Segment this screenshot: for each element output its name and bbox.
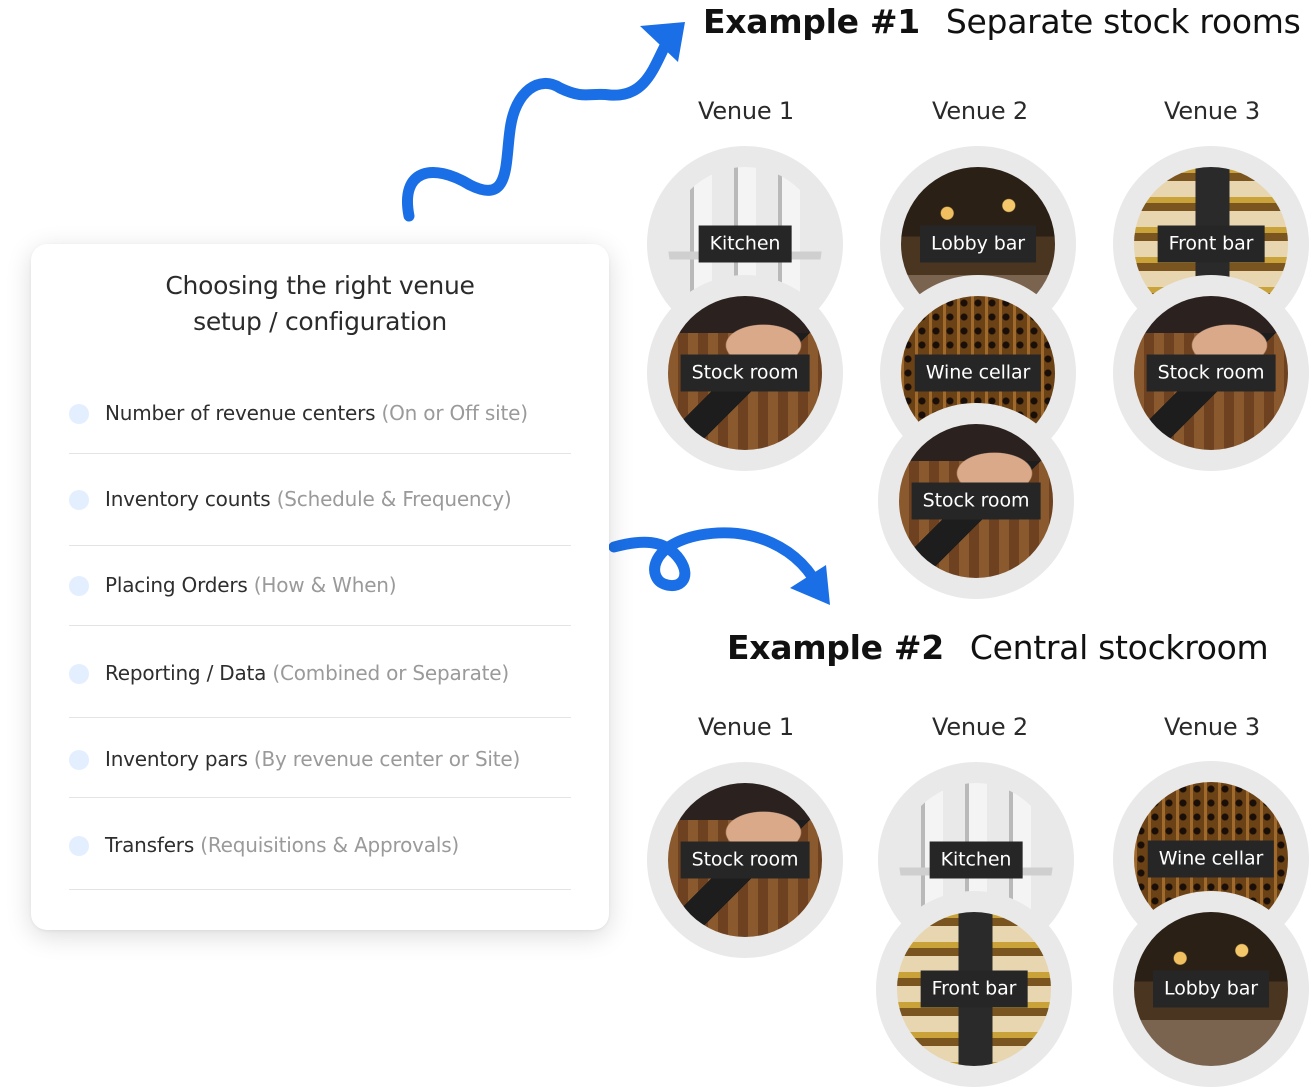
example-2-venue-2-label: Venue 2	[931, 713, 1028, 741]
stock-room-photo: Stock room	[1134, 296, 1288, 450]
room-tag: Lobby bar	[920, 225, 1036, 263]
room-bubble-stock-room: Stock room	[1113, 275, 1309, 471]
bullet-dot	[69, 750, 89, 770]
stock-room-photo: Stock room	[668, 296, 822, 450]
room-tag: Kitchen	[698, 225, 792, 263]
divider	[69, 889, 571, 890]
loop-arrow-to-example-2	[608, 527, 828, 600]
bullet-dot	[69, 490, 89, 510]
room-tag: Wine cellar	[914, 354, 1042, 392]
room-tag: Stock room	[680, 354, 810, 392]
example-1-venue-3-label: Venue 3	[1163, 97, 1260, 125]
room-tag: Kitchen	[929, 841, 1023, 879]
room-bubble-front-bar: Front bar	[876, 891, 1072, 1087]
divider	[69, 717, 571, 718]
lobby-bar-photo: Lobby bar	[1134, 912, 1288, 1066]
room-bubble-stock-room: Stock room	[878, 403, 1074, 599]
room-tag: Wine cellar	[1147, 840, 1275, 878]
room-tag: Stock room	[911, 482, 1041, 520]
example-2-venue-3-label: Venue 3	[1163, 713, 1260, 741]
divider	[69, 625, 571, 626]
arrowhead-example-1	[640, 22, 685, 62]
stock-room-photo: Stock room	[899, 424, 1053, 578]
bullet-dot	[69, 404, 89, 424]
arrowhead-example-2	[790, 565, 830, 605]
room-tag: Front bar	[920, 970, 1028, 1008]
room-tag: Lobby bar	[1153, 970, 1269, 1008]
room-tag: Stock room	[1146, 354, 1276, 392]
bullet-dot	[69, 664, 89, 684]
example-1-venue-1-label: Venue 1	[697, 97, 794, 125]
room-tag: Front bar	[1157, 225, 1265, 263]
front-bar-photo: Front bar	[897, 912, 1051, 1066]
room-bubble-lobby-bar: Lobby bar	[1113, 891, 1309, 1087]
example-2-venue-1-label: Venue 1	[697, 713, 794, 741]
room-bubble-stock-room: Stock room	[647, 275, 843, 471]
stock-room-photo: Stock room	[668, 783, 822, 937]
example-1-venue-2-label: Venue 2	[931, 97, 1028, 125]
room-tag: Stock room	[680, 841, 810, 879]
bullet-dot	[69, 576, 89, 596]
setup-card: Choosing the right venue setup / configu…	[31, 244, 609, 930]
divider	[69, 797, 571, 798]
divider	[69, 453, 571, 454]
divider	[69, 545, 571, 546]
room-bubble-stock-room: Stock room	[647, 762, 843, 958]
card-title: Choosing the right venue setup / configu…	[165, 271, 475, 336]
bullet-dot	[69, 836, 89, 856]
wavy-arrow-to-example-1	[402, 27, 678, 222]
